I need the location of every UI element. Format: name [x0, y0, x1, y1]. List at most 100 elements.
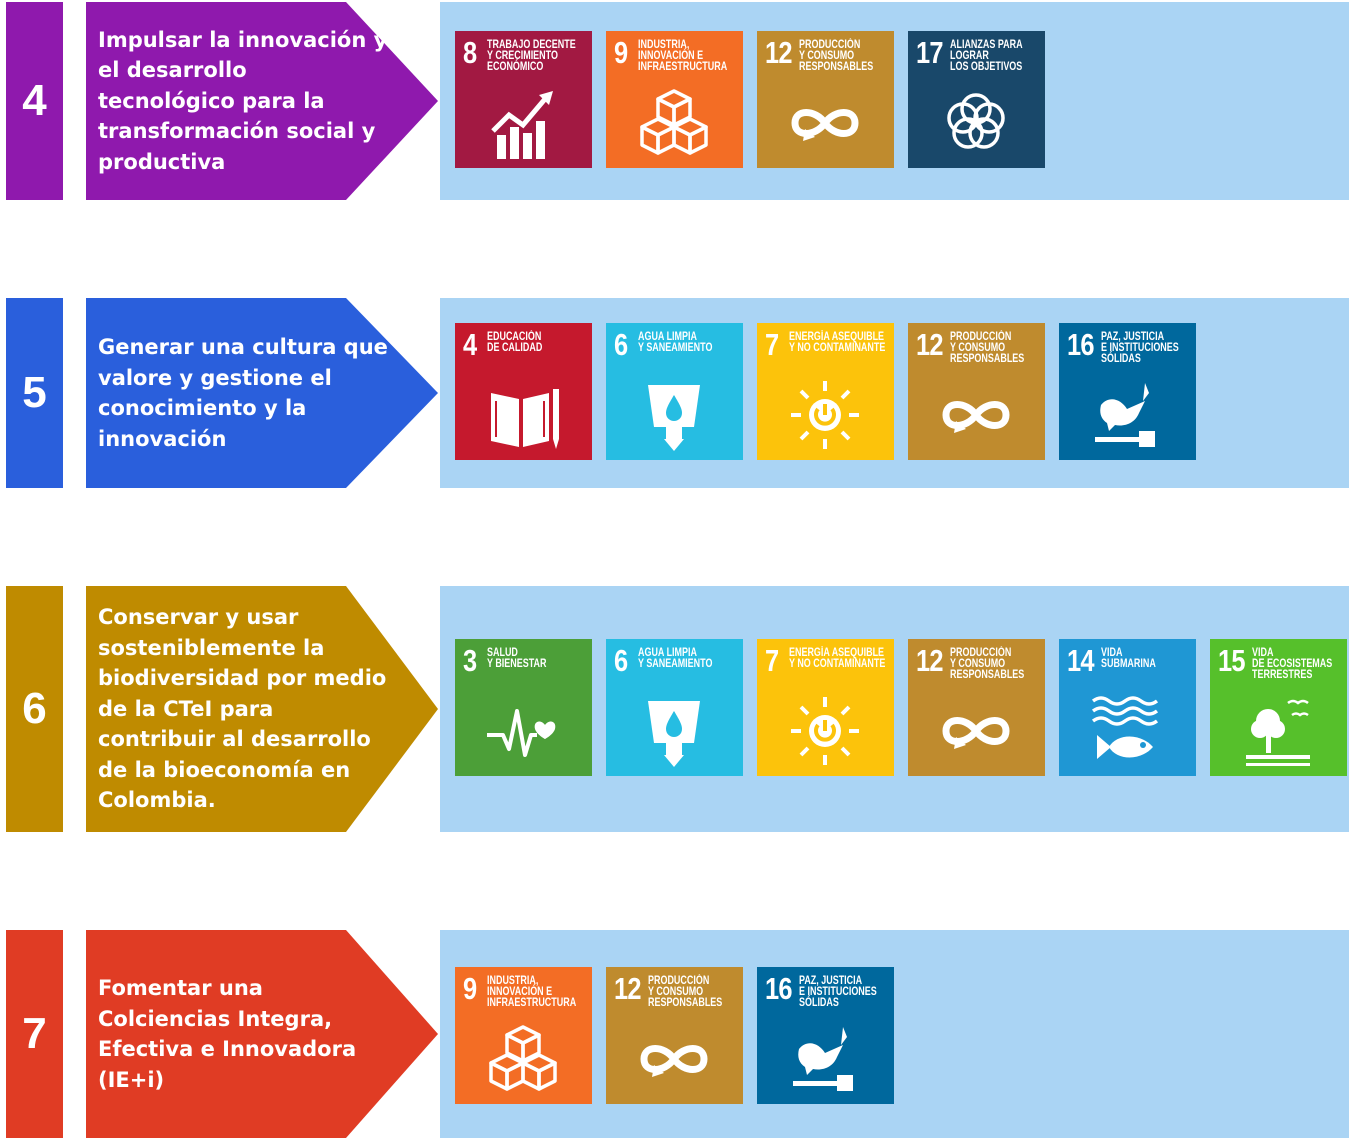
objective-text: Impulsar la innovación y el desarrollo t… [98, 27, 388, 174]
objective-text: Fomentar una Colciencias Integra, Efecti… [98, 976, 357, 1092]
sdg-number: 7 [765, 643, 779, 678]
sdg-tile-9: 9 INDUSTRIA, INNOVACIÓN E INFRAESTRUCTURA [606, 31, 743, 168]
arrow-polygon [86, 298, 438, 488]
sdg-number: 12 [916, 327, 943, 362]
sdg-panel: 8 TRABAJO DECENTE Y CRECIMIENTO ECONÓMICO… [440, 2, 1349, 200]
sdg-label: PRODUCCIÓN Y CONSUMO RESPONSABLES [648, 975, 723, 1009]
sdg-number: 12 [916, 643, 943, 678]
fish-waves-icon [1091, 696, 1159, 759]
sdg-tile-6: 6 AGUA LIMPIA Y SANEAMIENTO [606, 639, 743, 776]
objective-number-box: 7 [6, 930, 63, 1138]
sdg-label: EDUCACIÓN DE CALIDAD [487, 331, 543, 354]
sdg-number: 17 [916, 35, 943, 70]
sdg-panel: 3 SALUD Y BIENESTAR 6 AGUA LIMPIA Y SANEAMI… [440, 586, 1349, 832]
sdg-number: 16 [1067, 327, 1094, 362]
arrow-shape [86, 930, 438, 1138]
objective-arrow: Generar una cultura que valore y gestion… [86, 298, 438, 488]
objective-text: Conservar y usar sosteniblemente la biod… [98, 605, 387, 813]
sdg-label: INDUSTRIA, INNOVACIÓN E INFRAESTRUCTURA [638, 39, 728, 73]
sdg-number: 8 [463, 35, 477, 70]
sdg-number: 12 [614, 971, 641, 1006]
sdg-label: ENERGÍA ASEQUIBLE Y NO CONTAMINANTE [789, 647, 886, 670]
sdg-label: INDUSTRIA, INNOVACIÓN E INFRAESTRUCTURA [487, 975, 577, 1009]
sdg-number: 16 [765, 971, 792, 1006]
sdg-number: 6 [614, 643, 628, 678]
objective-row-5: 5 Generar una cultura que valore y gestio… [0, 298, 1354, 488]
arrow-shape [86, 586, 438, 832]
infinity-icon [942, 717, 1010, 749]
arrow-polygon [86, 930, 438, 1138]
arrow-polygon [86, 586, 438, 832]
sdg-number: 3 [463, 643, 477, 678]
sdg-label: AGUA LIMPIA Y SANEAMIENTO [638, 331, 713, 354]
objective-arrow: Conservar y usar sosteniblemente la biod… [86, 586, 438, 832]
arrow-shape [86, 2, 438, 200]
water-glass-icon [648, 701, 700, 767]
sdg-tile-4: 4 EDUCACIÓN DE CALIDAD [455, 323, 592, 460]
growth-chart-icon [491, 91, 553, 159]
dove-gavel-icon [793, 1027, 853, 1091]
sdg-tile-7: 7 ENERGÍA ASEQUIBLE Y NO CONTAMINANTE [757, 323, 894, 460]
sdg-number: 12 [765, 35, 792, 70]
sdg-tile-7: 7 ENERGÍA ASEQUIBLE Y NO CONTAMINANTE [757, 639, 894, 776]
sdg-label: VIDA SUBMARINA [1101, 647, 1156, 670]
book-pencil-icon [491, 389, 559, 449]
sdg-number: 6 [614, 327, 628, 362]
cubes-icon [640, 89, 708, 155]
sdg-tile-14: 14 VIDA SUBMARINA [1059, 639, 1196, 776]
sdg-label: PRODUCCIÓN Y CONSUMO RESPONSABLES [950, 647, 1025, 681]
objective-text: Generar una cultura que valore y gestion… [98, 335, 388, 451]
heartbeat-icon [487, 709, 556, 757]
sun-power-icon [791, 381, 859, 449]
sdg-number: 4 [463, 327, 477, 362]
objective-arrow: Impulsar la innovación y el desarrollo t… [86, 2, 438, 200]
water-glass-icon [648, 385, 700, 451]
sdg-tile-9: 9 INDUSTRIA, INNOVACIÓN E INFRAESTRUCTURA [455, 967, 592, 1104]
infinity-icon [791, 109, 859, 141]
sdg-label: PAZ, JUSTICIA E INSTITUCIONES SÓLIDAS [1101, 331, 1179, 365]
rings-flower-icon [947, 93, 1005, 149]
sdg-label: PRODUCCIÓN Y CONSUMO RESPONSABLES [799, 39, 874, 73]
sdg-tile-3: 3 SALUD Y BIENESTAR [455, 639, 592, 776]
sdg-label: ENERGÍA ASEQUIBLE Y NO CONTAMINANTE [789, 331, 886, 354]
sdg-label: ALIANZAS PARA LOGRAR LOS OBJETIVOS [950, 39, 1023, 73]
objective-number-box: 4 [6, 2, 63, 200]
sdg-panel: 4 EDUCACIÓN DE CALIDAD 6 AGUA LIMPIA Y SANE… [440, 298, 1349, 488]
sdg-tile-6: 6 AGUA LIMPIA Y SANEAMIENTO [606, 323, 743, 460]
sdg-label: TRABAJO DECENTE Y CRECIMIENTO ECONÓMICO [487, 39, 576, 73]
sun-power-icon [791, 697, 859, 765]
tree-birds-icon [1246, 699, 1310, 766]
sdg-label: SALUD Y BIENESTAR [487, 647, 547, 670]
sdg-number: 14 [1067, 643, 1094, 678]
sdg-label: PAZ, JUSTICIA E INSTITUCIONES SÓLIDAS [799, 975, 877, 1009]
objective-row-7: 7 Fomentar una Colciencias Integra, Efect… [0, 930, 1354, 1138]
infinity-icon [942, 401, 1010, 433]
sdg-number: 9 [463, 971, 477, 1006]
sdg-number: 15 [1218, 643, 1245, 678]
sdg-number: 9 [614, 35, 628, 70]
cubes-icon [489, 1025, 557, 1091]
arrow-shape [86, 298, 438, 488]
sdg-label: PRODUCCIÓN Y CONSUMO RESPONSABLES [950, 331, 1025, 365]
sdg-number: 7 [765, 327, 779, 362]
sdg-panel: 9 INDUSTRIA, INNOVACIÓN E INFRAESTRUCTURA… [440, 930, 1349, 1138]
sdg-tile-8: 8 TRABAJO DECENTE Y CRECIMIENTO ECONÓMICO [455, 31, 592, 168]
infinity-icon [640, 1045, 708, 1077]
dove-gavel-icon [1095, 383, 1155, 447]
objective-number-box: 5 [6, 298, 63, 488]
objective-number-box: 6 [6, 586, 63, 832]
sdg-label: AGUA LIMPIA Y SANEAMIENTO [638, 647, 713, 670]
objective-arrow: Fomentar una Colciencias Integra, Efecti… [86, 930, 438, 1138]
sdg-label: VIDA DE ECOSISTEMAS TERRESTRES [1252, 647, 1333, 681]
arrow-polygon [86, 2, 438, 200]
